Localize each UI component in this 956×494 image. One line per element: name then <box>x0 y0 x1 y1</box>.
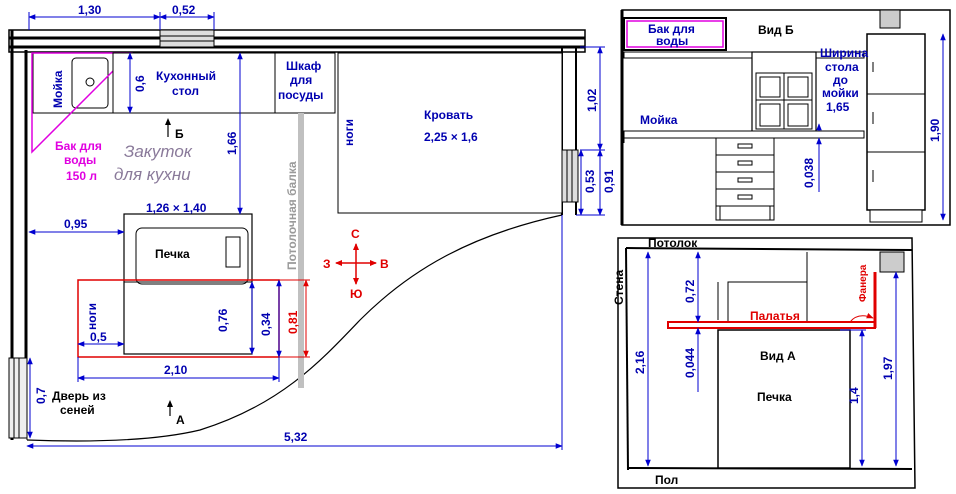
nook-label-2: для кухни <box>114 165 191 184</box>
dim-width-210: 2,10 <box>164 363 188 377</box>
view-b-title: Вид Б <box>758 23 794 37</box>
table-width-label-4: мойки <box>822 86 859 100</box>
table-width-label-2: стола <box>825 60 859 74</box>
dim-height-072: 0,72 <box>683 279 697 303</box>
view-b-marker: Б <box>175 127 184 141</box>
dim-height-197: 1,97 <box>881 356 895 380</box>
stove-label: Печка <box>155 247 190 261</box>
sink-label: Мойка <box>51 70 65 108</box>
dim-height-034: 0,34 <box>259 312 273 336</box>
dim-height-166: 1,66 <box>225 131 239 155</box>
dim-width-532: 5,32 <box>284 430 308 444</box>
compass-north: С <box>351 227 360 241</box>
curved-partition <box>26 214 563 442</box>
bed-legs-label: ноги <box>342 119 356 146</box>
entrance-door <box>8 357 28 439</box>
plywood-label: Фанера <box>858 264 869 302</box>
dim-width-130: 1,30 <box>78 3 102 17</box>
dim-height-091: 0,91 <box>602 169 616 193</box>
table-width-label-1: Ширина <box>820 46 868 60</box>
door-label-1: Дверь из <box>52 389 106 403</box>
dim-height-07: 0,7 <box>34 387 48 404</box>
compass-south: Ю <box>350 287 362 301</box>
countertop <box>623 130 865 139</box>
dish-cabinet-label-1: Шкаф <box>286 59 322 73</box>
floor-plan: 1,30 0,52 0,6 1,66 1,02 0,53 0,91 0,95 1… <box>8 3 616 450</box>
dim-width-095: 0,95 <box>64 217 88 231</box>
kitchen-table-label-2: стол <box>172 84 199 98</box>
fridge <box>866 33 926 211</box>
stove-view-a <box>717 329 851 469</box>
dish-cabinet <box>274 52 336 114</box>
bed <box>337 52 563 214</box>
compass-west: З <box>323 257 331 271</box>
door-label-2: сеней <box>60 403 95 417</box>
compass-east: В <box>380 257 389 271</box>
dim-height-0044: 0,044 <box>683 348 697 378</box>
view-a-title: Вид А <box>760 349 796 363</box>
dim-height-038: 0,038 <box>802 158 816 188</box>
east-window <box>561 149 579 203</box>
table-width-label-5: 1,65 <box>826 100 850 114</box>
dim-width-052: 0,52 <box>172 3 196 17</box>
water-tank-plan <box>31 52 133 154</box>
bed-size-label: 2,25 × 1,6 <box>424 130 478 144</box>
kitchen-table <box>112 52 276 114</box>
dim-height-06: 0,6 <box>133 75 147 92</box>
dim-height-081: 0,81 <box>286 310 300 334</box>
beam-label: Потолочная балка <box>285 161 299 270</box>
wall-label: Стена <box>612 270 626 305</box>
table-width-label-3: до <box>833 73 848 87</box>
view-b-tank-label-2: воды <box>656 34 688 48</box>
dim-height-216: 2,16 <box>633 350 647 374</box>
north-wall <box>8 29 586 53</box>
kitchen-table-label-1: Кухонный <box>156 69 216 83</box>
dim-height-14: 1,4 <box>847 387 861 404</box>
chimney-view-b <box>879 9 901 29</box>
dim-stove-size: 1,26 × 1,40 <box>146 201 207 215</box>
dish-cabinet-label-2: для <box>290 73 312 87</box>
view-b-sink-label: Мойка <box>640 113 678 127</box>
view-a-wall-line <box>625 247 629 471</box>
dim-height-190: 1,90 <box>928 118 942 142</box>
tank-label-2: воды <box>64 153 96 167</box>
dim-height-102: 1,02 <box>585 88 599 112</box>
view-a-ceiling-line <box>625 247 913 251</box>
view-a-stove-label: Печка <box>757 390 792 404</box>
view-b-panel: Вид Б Бак для воды Мойка Ширина стола до… <box>620 9 951 226</box>
chimney-view-a <box>879 251 905 273</box>
ceiling-beam <box>298 113 304 388</box>
dim-width-05: 0,5 <box>90 330 107 344</box>
tank-label-1: Бак для <box>55 139 102 153</box>
view-a-marker: А <box>176 413 185 427</box>
nook-label-1: Закуток <box>124 142 193 161</box>
dish-cabinet-label-3: посуды <box>278 88 323 102</box>
tank-label-3: 150 л <box>66 169 97 183</box>
view-a-panel: Потолок Стена Пол Палатья Фанера Вид А П… <box>612 236 916 489</box>
stove-legs-label: ноги <box>85 303 99 330</box>
bed-label: Кровать <box>424 108 473 122</box>
wall-shelf <box>623 51 865 59</box>
north-window <box>159 29 215 48</box>
water-tank-view-b <box>623 17 727 51</box>
dim-height-076: 0,76 <box>216 308 230 332</box>
plan-dimension-lines <box>26 12 605 450</box>
compass-icon <box>335 243 377 285</box>
floor-label: Пол <box>655 473 678 487</box>
view-a-arrow-icon <box>167 400 173 416</box>
platform-label: Палатья <box>750 309 800 323</box>
dim-height-053: 0,53 <box>583 169 597 193</box>
view-b-tank-label-1: Бак для <box>648 22 695 36</box>
view-b-arrow-icon <box>165 118 171 137</box>
ceiling-label: Потолок <box>648 236 698 250</box>
